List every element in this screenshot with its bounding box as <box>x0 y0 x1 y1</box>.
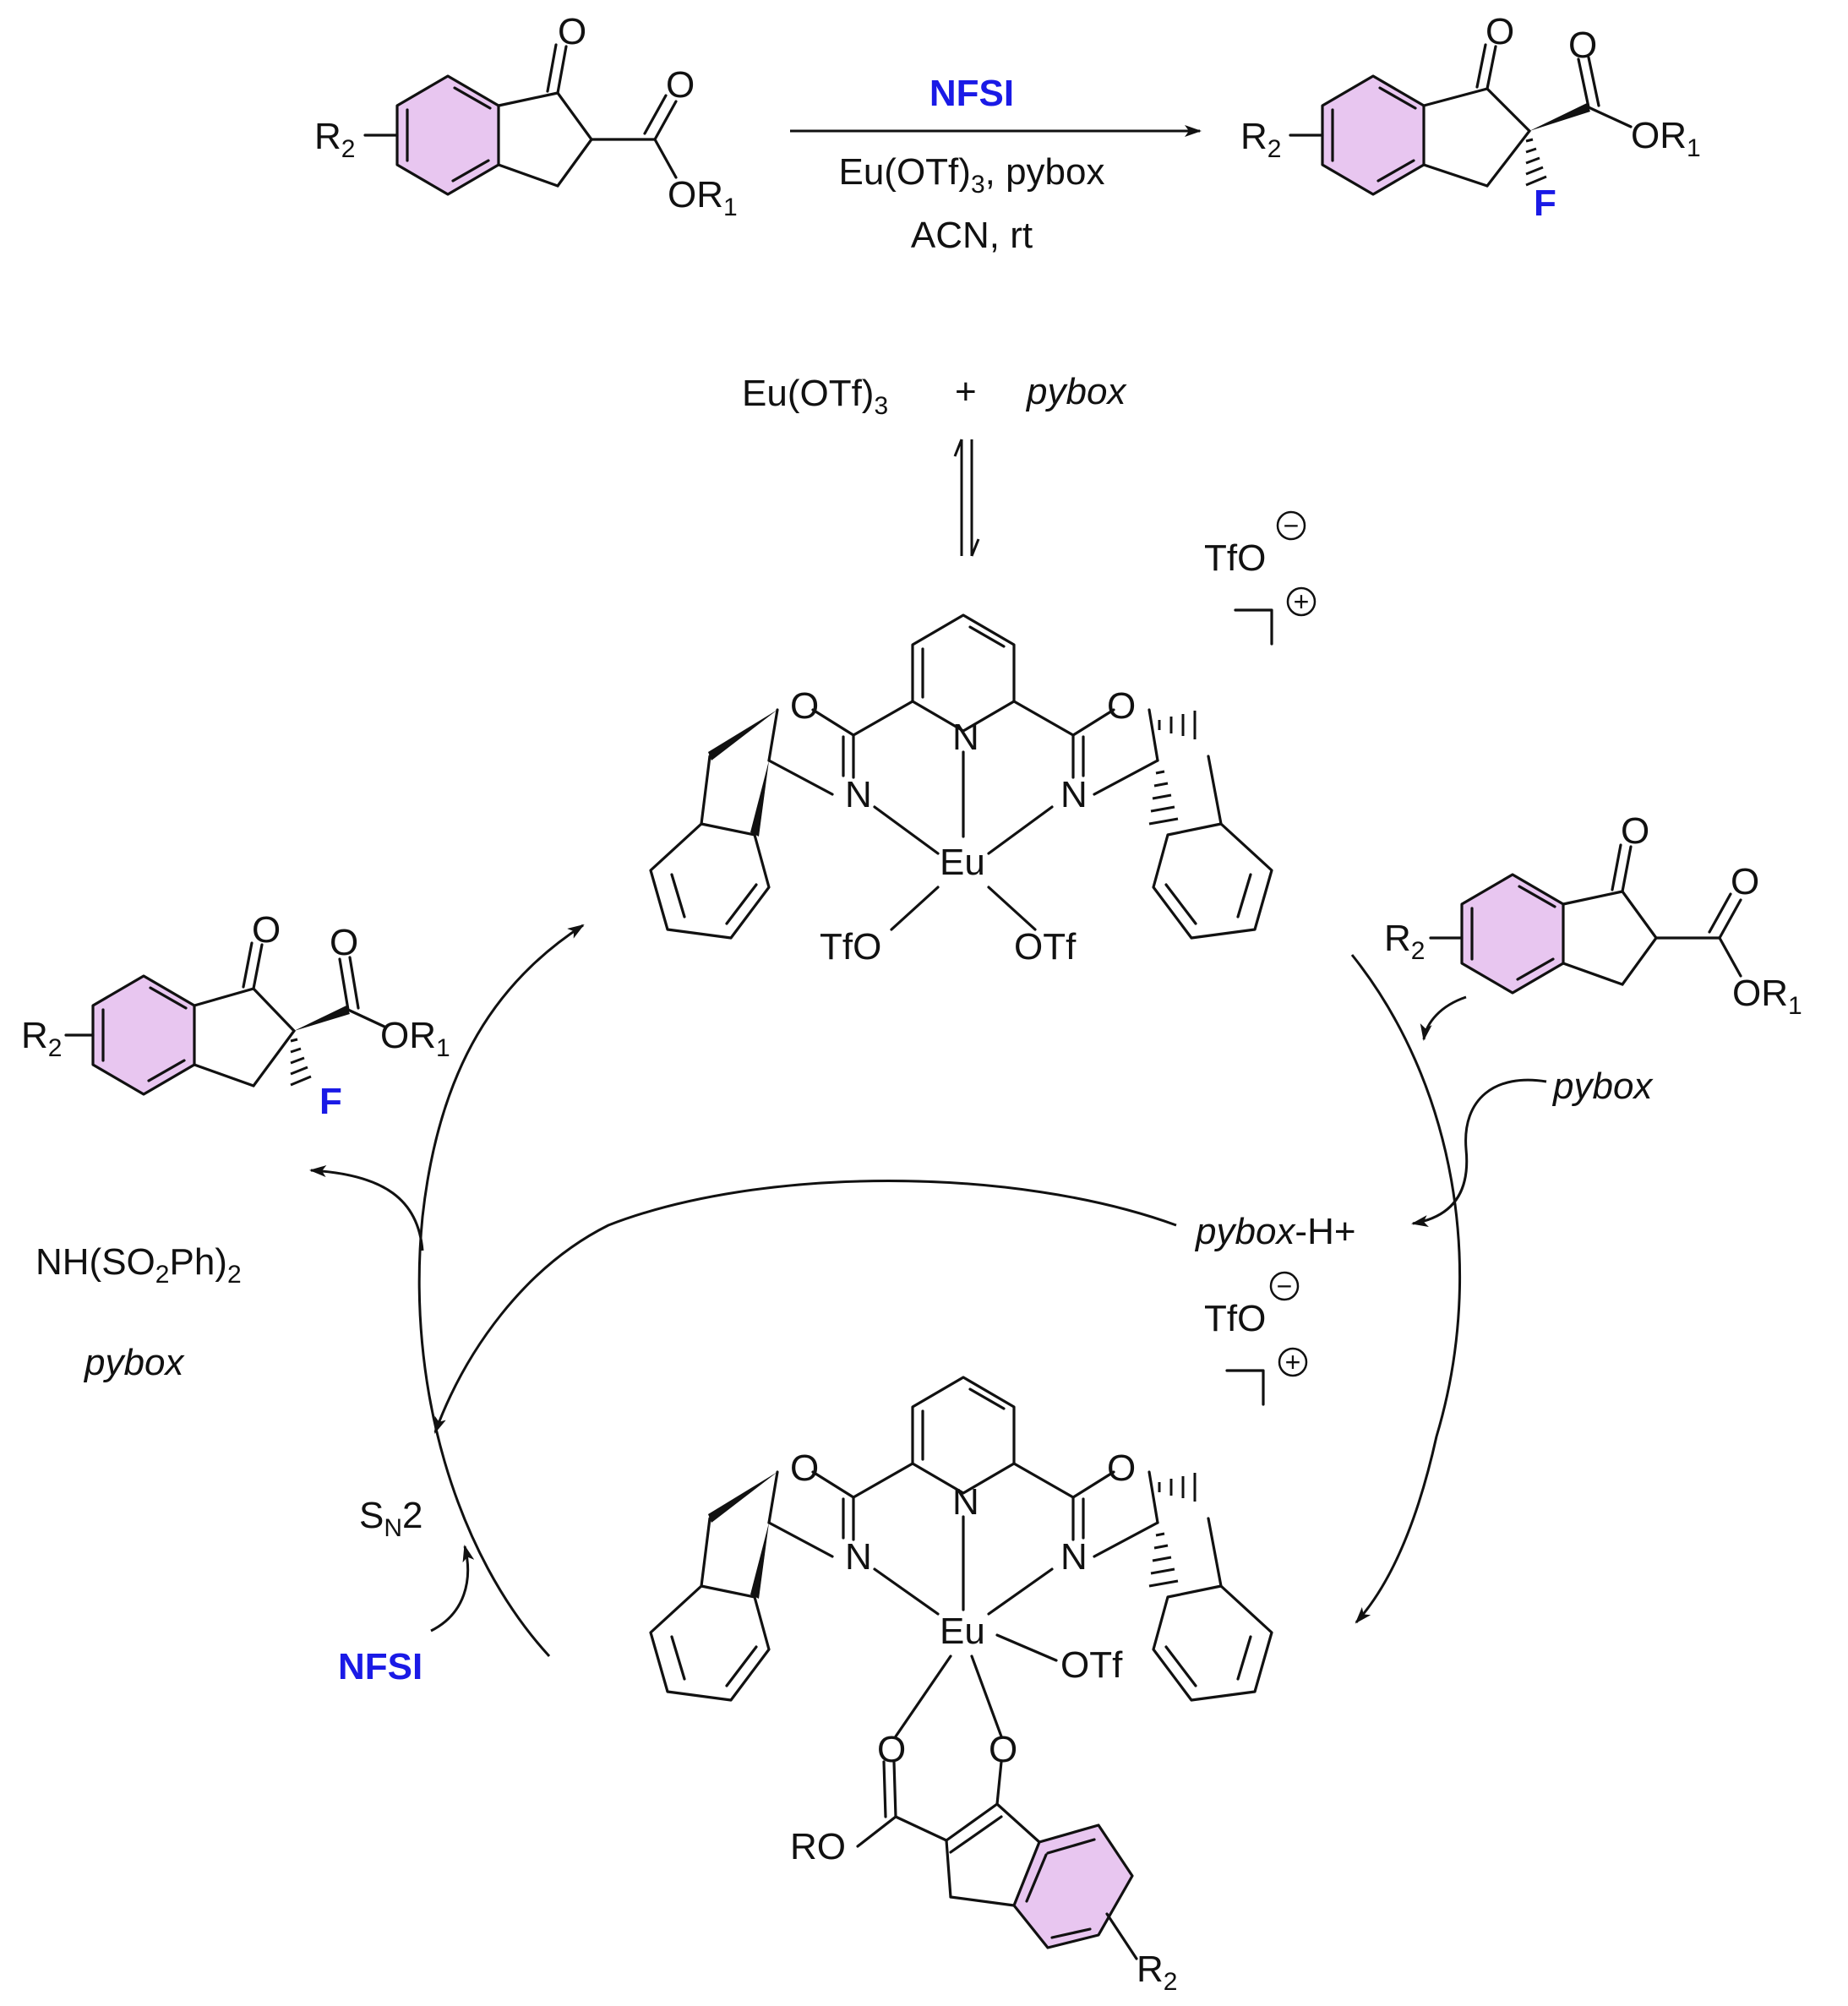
sm-ester-or: OR1 <box>668 174 738 221</box>
bottom-otf: OTf <box>1060 1644 1123 1686</box>
conditions-line2: ACN, rt <box>911 215 1033 256</box>
nfsi-entry-arrow <box>430 1545 475 1633</box>
svg-text:−: − <box>1284 510 1300 541</box>
product-release-arrow <box>309 1165 424 1251</box>
bottom-n-left: N <box>845 1536 872 1578</box>
left-product-r2: R2 <box>21 1015 62 1062</box>
top-n-right: N <box>1060 774 1088 815</box>
top-anion-charge: − <box>1276 510 1306 541</box>
svg-text:+: + <box>1294 586 1310 617</box>
product-ester-o: O <box>1568 25 1597 66</box>
plus-sign: + <box>955 371 977 412</box>
top-o-left: O <box>790 685 819 727</box>
bottom-n-pyridine: N <box>952 1481 979 1523</box>
enolate-r2: R2 <box>1137 1949 1177 1996</box>
pybox-h-exit-arrow <box>1411 1078 1547 1227</box>
right-substrate-ester-o: O <box>1731 861 1759 902</box>
product-r2: R2 <box>1240 116 1281 163</box>
eu-salt-label: Eu(OTf)3 <box>742 373 888 420</box>
left-product-ester-o: O <box>330 922 358 963</box>
enolate-o-right: O <box>989 1729 1017 1770</box>
bottom-cation-charge: + <box>1278 1347 1308 1377</box>
right-pybox-base: pybox <box>1551 1066 1654 1107</box>
released-pybox-label: pybox <box>83 1342 185 1383</box>
byproduct-label: NH(SO2Ph)2 <box>35 1241 242 1289</box>
right-substrate <box>1429 843 1742 995</box>
left-product-fluorine: F <box>319 1081 342 1122</box>
top-starting-material <box>363 43 678 196</box>
bottom-counter-anion: TfO <box>1204 1298 1266 1339</box>
product-ester-or: OR1 <box>1631 115 1701 162</box>
equilibrium-arrows <box>953 439 980 557</box>
right-substrate-r2: R2 <box>1384 918 1425 965</box>
right-cycle-arc <box>1350 954 1462 1624</box>
top-eu-metal: Eu <box>940 842 985 883</box>
left-cycle-arc <box>417 924 585 1658</box>
pybox-ligand-label: pybox <box>1025 371 1127 412</box>
top-n-pyridine: N <box>952 717 979 758</box>
reagent-nfsi-top: NFSI <box>929 73 1014 114</box>
bottom-eu-complex <box>649 1376 1273 1960</box>
left-product-keto-o: O <box>252 909 281 951</box>
top-otf-left: TfO <box>820 926 881 968</box>
sn2-label: SN2 <box>359 1495 423 1542</box>
right-substrate-keto-o: O <box>1621 810 1649 852</box>
left-product-or: OR1 <box>380 1015 450 1062</box>
nfsi-reagent-cycle: NFSI <box>338 1646 422 1687</box>
sm-ester-o: O <box>666 64 695 106</box>
bottom-n-right: N <box>1060 1536 1088 1578</box>
product-fluorine: F <box>1534 183 1556 224</box>
enolate-ro: RO <box>790 1826 846 1867</box>
pybox-h-label: pybox-H+ <box>1194 1211 1356 1252</box>
svg-text:+: + <box>1285 1347 1301 1377</box>
svg-text:−: − <box>1277 1271 1293 1301</box>
bottom-o-left: O <box>790 1447 819 1489</box>
left-product <box>64 941 386 1096</box>
bottom-eu-metal: Eu <box>940 1611 985 1652</box>
product-keto-o: O <box>1485 11 1514 52</box>
pybox-h-return-arc <box>433 1180 1177 1434</box>
top-product <box>1289 43 1633 196</box>
conditions-line1: Eu(OTf)3, pybox <box>838 151 1104 199</box>
top-counter-anion: TfO <box>1204 537 1266 579</box>
top-otf-right: OTf <box>1014 926 1077 968</box>
substrate-entry-arrow <box>1420 995 1467 1041</box>
top-cation-charge: + <box>1286 586 1316 617</box>
top-bracket <box>1234 608 1273 646</box>
right-substrate-or: OR1 <box>1732 973 1802 1020</box>
sm-keto-o: O <box>558 11 586 52</box>
top-eu-complex <box>649 613 1273 940</box>
top-o-right: O <box>1107 685 1136 727</box>
top-n-left: N <box>845 774 872 815</box>
enolate-o-left: O <box>877 1729 906 1770</box>
bottom-o-right: O <box>1107 1447 1136 1489</box>
bottom-anion-charge: − <box>1269 1271 1300 1301</box>
bottom-bracket <box>1225 1369 1265 1406</box>
sm-r2: R2 <box>314 116 355 163</box>
